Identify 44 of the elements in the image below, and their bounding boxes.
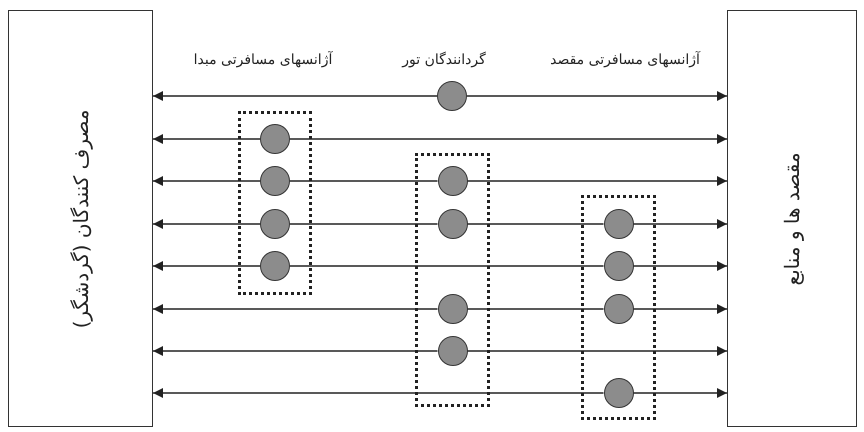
dotted-group-frame	[415, 153, 490, 407]
connector-line	[468, 223, 604, 225]
arrow	[153, 219, 260, 229]
connector-line	[290, 180, 438, 182]
arrow	[153, 304, 438, 314]
channel-circle	[260, 124, 290, 154]
arrow	[634, 219, 727, 229]
channel-circle	[438, 209, 468, 239]
dotted-group-frame	[581, 195, 656, 420]
arrow	[634, 388, 727, 398]
dotted-group-frame	[238, 111, 312, 295]
arrow	[153, 261, 260, 271]
arrow	[153, 91, 437, 101]
channel-circle	[260, 209, 290, 239]
arrow	[153, 346, 438, 356]
arrow	[290, 134, 727, 144]
channel-circle	[604, 209, 634, 239]
actor-box	[727, 10, 857, 427]
arrow	[634, 261, 727, 271]
box-title: مصرف کنندگان (گردشگر)	[68, 109, 92, 328]
arrow	[153, 134, 260, 144]
arrow	[468, 176, 727, 186]
actor-box	[8, 10, 153, 427]
channel-circle	[438, 294, 468, 324]
column-heading: گردانندگان تور	[402, 52, 486, 68]
connector-line	[468, 308, 604, 310]
channel-circle	[604, 294, 634, 324]
arrow	[634, 304, 727, 314]
arrow	[467, 91, 727, 101]
box-title: مقصد ها و منابع	[780, 152, 804, 286]
arrow	[153, 388, 604, 398]
channel-circle	[604, 251, 634, 281]
column-heading: آژانسهای مسافرتی مبدا	[194, 52, 332, 68]
channel-circle	[604, 378, 634, 408]
channel-circle	[438, 336, 468, 366]
connector-line	[290, 223, 438, 225]
channel-circle	[260, 251, 290, 281]
column-heading: آژانسهای مسافرتی مقصد	[550, 52, 700, 68]
arrow	[153, 176, 260, 186]
arrow	[468, 346, 727, 356]
channel-circle	[260, 166, 290, 196]
channel-circle	[437, 81, 467, 111]
connector-line	[290, 265, 604, 267]
channel-circle	[438, 166, 468, 196]
